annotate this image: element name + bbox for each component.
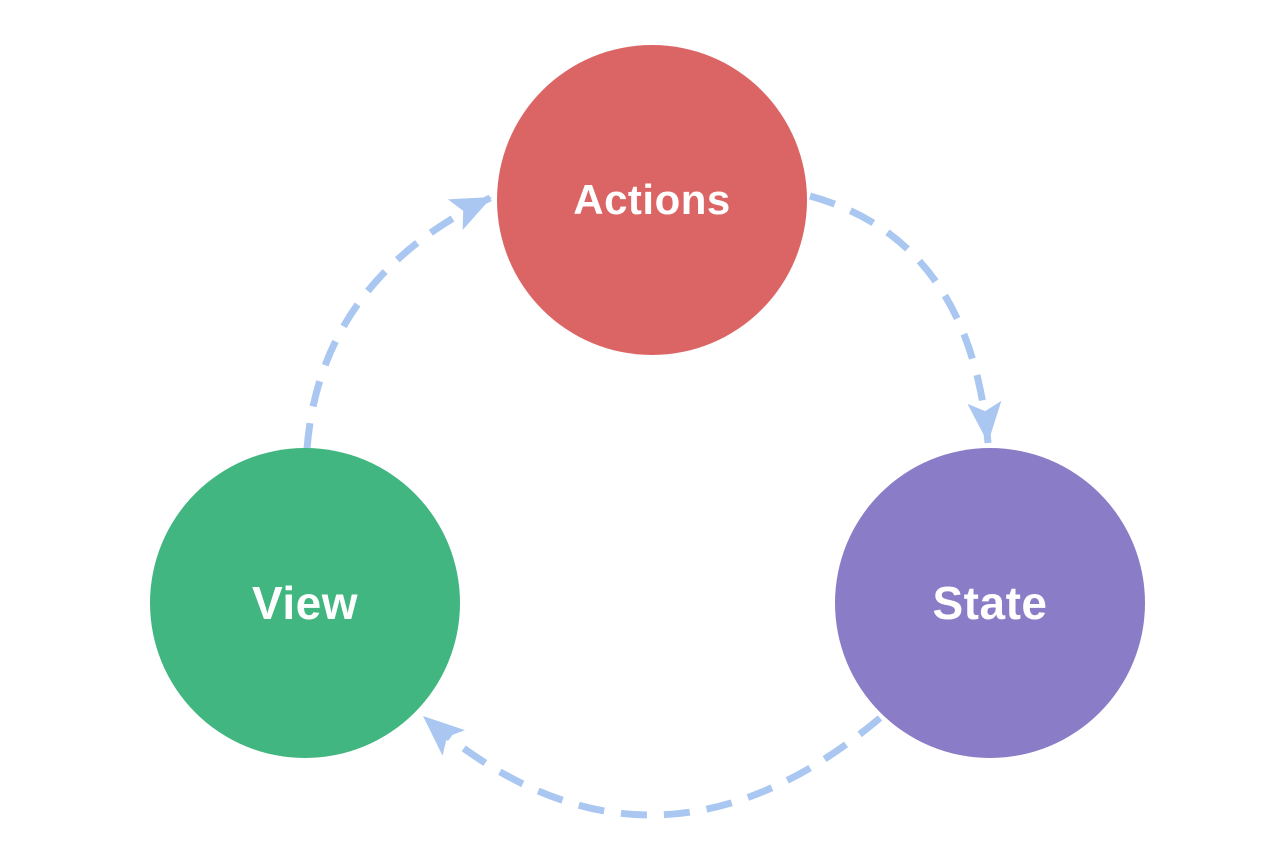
- arrow-view-to-actions: [303, 193, 494, 450]
- arrow-state-to-view: [420, 713, 883, 819]
- node-actions: Actions: [497, 45, 807, 355]
- node-actions-label: Actions: [573, 176, 731, 223]
- node-state-label: State: [932, 577, 1048, 629]
- node-view-label: View: [252, 577, 358, 629]
- node-state: State: [835, 448, 1145, 758]
- arrow-actions-to-state: [809, 192, 1002, 444]
- node-view: View: [150, 448, 460, 758]
